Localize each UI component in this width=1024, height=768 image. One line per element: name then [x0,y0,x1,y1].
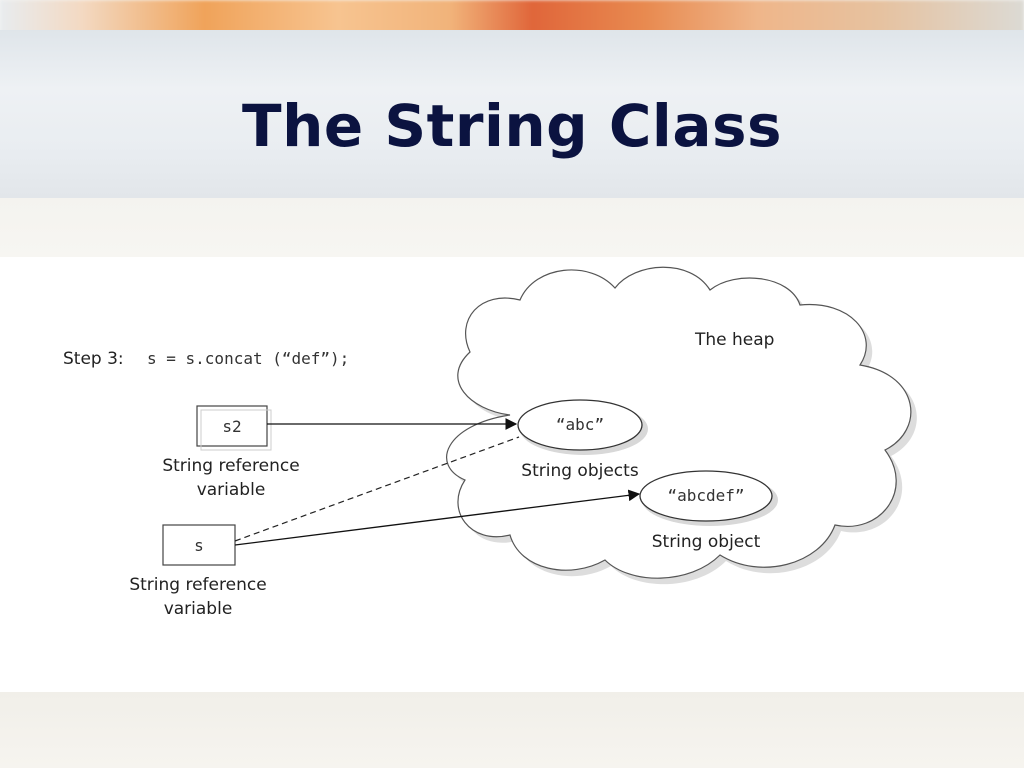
s2-caption-line1: String reference [162,456,299,476]
s2-caption-line2: variable [197,480,266,500]
s2-box-shadow [200,409,272,451]
slide-title: The String Class [242,92,782,160]
abc-object-caption: String objects [521,461,639,481]
s-caption-line1: String reference [129,575,266,595]
abcdef-object-caption: String object [652,532,761,552]
title-band [0,30,1024,198]
heap-label: The heap [694,330,774,350]
heap-cloud [446,266,912,579]
s-caption-line2: variable [164,599,233,619]
title-underband [0,198,1024,258]
s-variable-box [162,524,236,566]
s-to-abcdef-arrow [234,489,641,546]
abcdef-object-value: “abcdef” [667,486,744,505]
abc-object [517,399,643,451]
s2-variable-box [196,405,268,447]
footer-band [0,692,1024,768]
s-variable-name: s [194,536,204,555]
s-old-reference-dashed [234,436,520,542]
abc-object-value: “abc” [556,415,604,434]
s2-variable-name: s2 [222,417,241,436]
code-statement: s = s.concat (“def”); [147,349,349,368]
step-label: Step 3: [63,349,124,369]
top-decorative-stripe [0,0,1024,34]
